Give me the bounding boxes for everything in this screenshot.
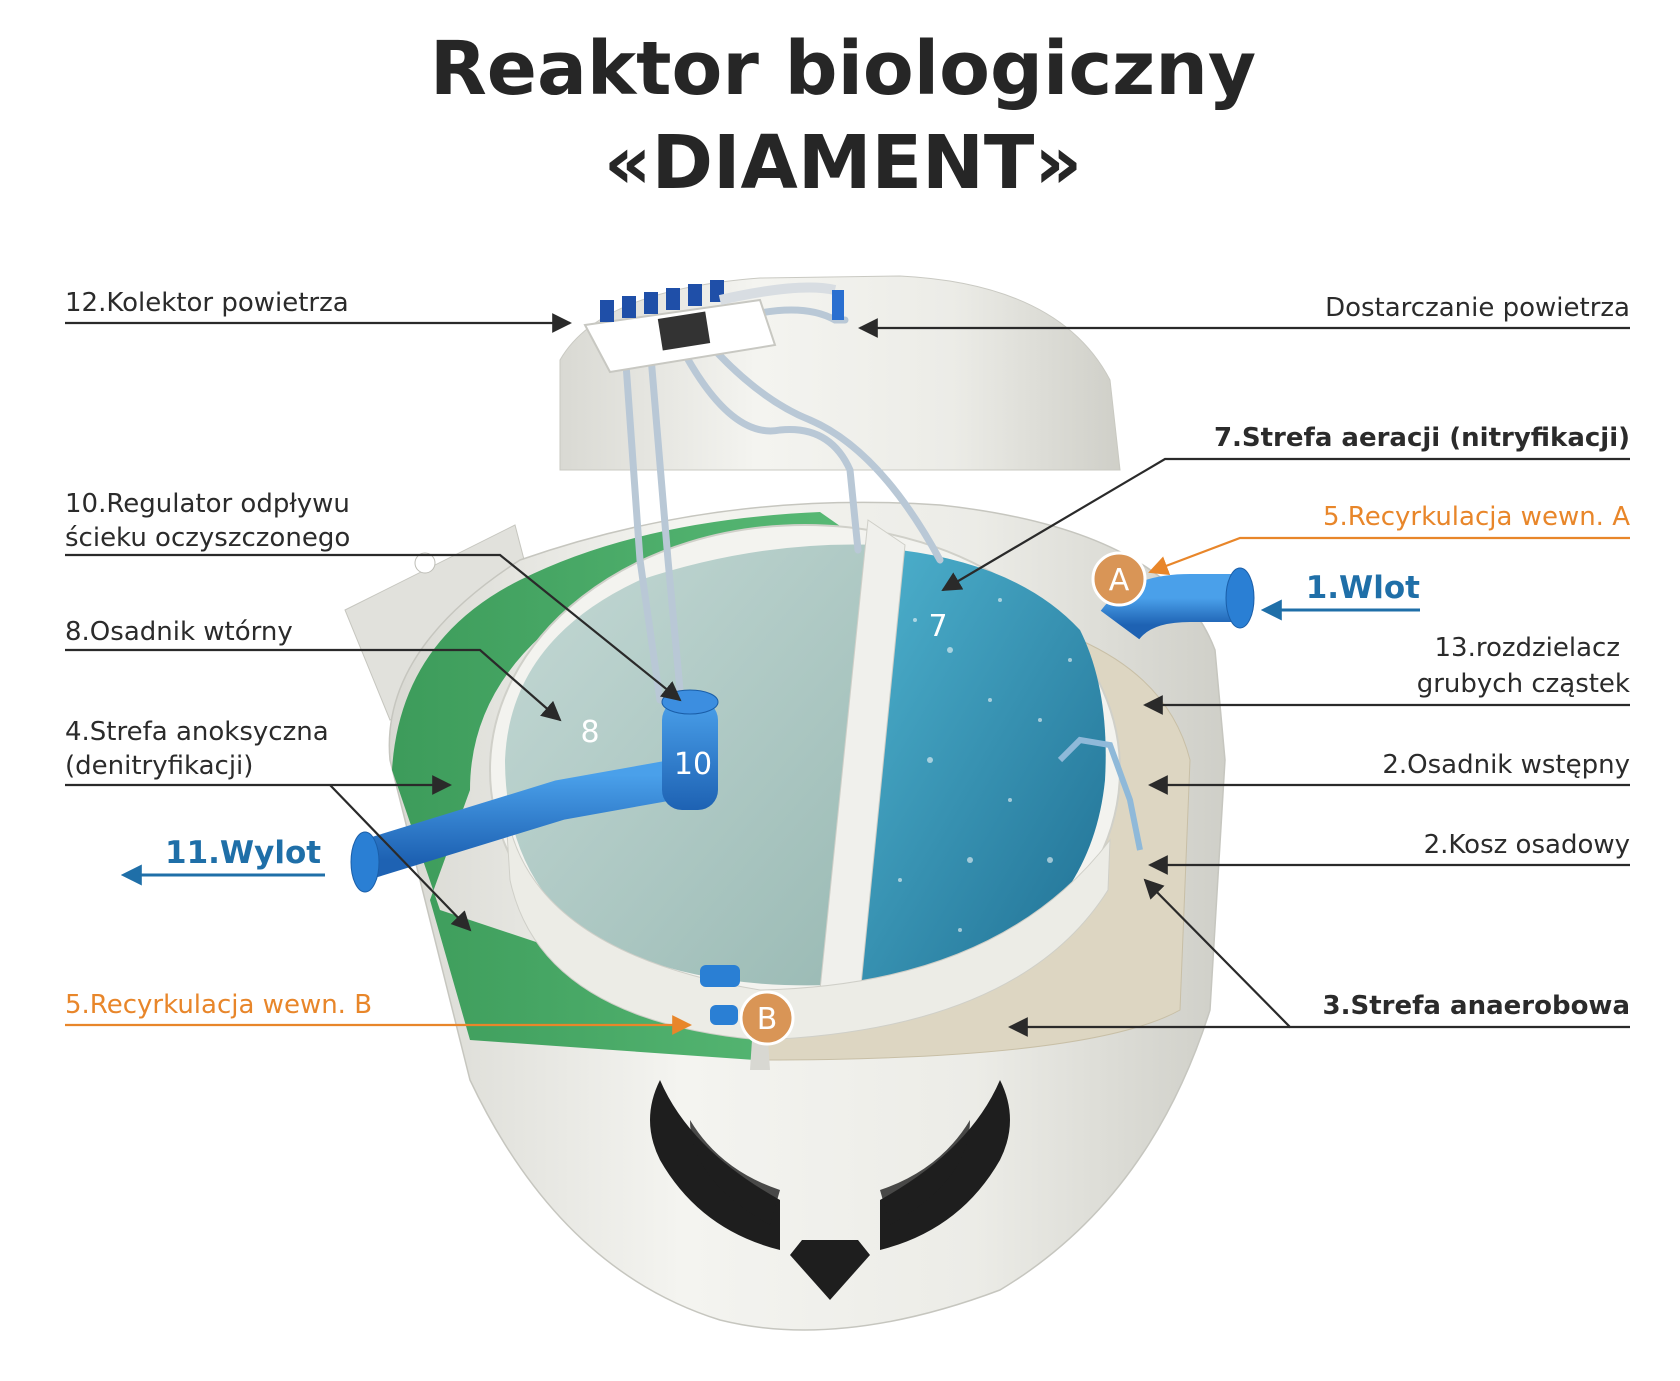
badge-a: A: [1091, 551, 1147, 607]
label-regulator-line-1: 10.Regulator odpływu: [65, 489, 350, 519]
air-pipes: [621, 306, 944, 704]
label-strefa-anoksyczna-line-2: (denitryfikacji): [65, 751, 253, 781]
badge-b-label: B: [757, 1002, 778, 1037]
label-dostarczanie-powietrza: Dostarczanie powietrza: [1325, 293, 1630, 323]
label-rozdzielacz-line-1: 13.rozdzielacz: [1435, 633, 1621, 663]
title-line-2: «DIAMENT»: [604, 120, 1082, 206]
inner-cylinder-wall: [504, 799, 1111, 1041]
label-wylot: 11.Wylot: [165, 835, 321, 871]
air-bubbles: [898, 598, 1072, 932]
zone-number-7: 7: [928, 609, 947, 644]
label-rozdzielacz-line-2: grubych cząstek: [1417, 669, 1630, 699]
badge-b: B: [739, 990, 795, 1046]
outlet-pipe: [350, 689, 719, 893]
recirculation-pipe-b: [700, 965, 740, 1025]
label-wlot: 1.Wlot: [1306, 570, 1420, 606]
flange-hole: [414, 552, 436, 574]
label-kosz-osadowy: 2.Kosz osadowy: [1424, 830, 1630, 860]
label-strefa-anaerobowa: 3.Strefa anaerobowa: [1323, 991, 1630, 1021]
inlet-pipe: [1100, 567, 1255, 710]
zone-number-10: 10: [674, 747, 712, 782]
label-strefa-anoksyczna-line-1: 4.Strefa anoksyczna: [65, 717, 329, 747]
air-collector: [583, 280, 844, 374]
aeration-water: [850, 550, 1106, 990]
title-line-1: Reaktor biologiczny: [430, 26, 1256, 112]
sediment-basket: [1057, 736, 1143, 851]
label-osadnik-wtorny: 8.Osadnik wtórny: [65, 617, 293, 647]
label-regulator-line-2: ścieku oczyszczonego: [65, 523, 350, 553]
leaders-left: [65, 313, 692, 1035]
front-divider: [750, 1040, 770, 1070]
label-recyrkulacja-b: 5.Recyrkulacja wewn. B: [65, 990, 372, 1020]
tank-illustration: 7 8 10 A B: [344, 275, 1255, 1331]
anoxic-zone: [392, 512, 860, 1060]
winged-diamond-logo: [650, 1080, 1010, 1300]
zone-number-8: 8: [580, 715, 599, 750]
badge-a-label: A: [1109, 563, 1130, 598]
leaders-right: [858, 318, 1630, 1037]
label-recyrkulacja-a: 5.Recyrkulacja wewn. A: [1323, 502, 1630, 532]
label-kolektor-powietrza: 12.Kolektor powietrza: [65, 288, 349, 318]
label-strefa-aeracji: 7.Strefa aeracji (nitryfikacji): [1214, 423, 1630, 453]
label-osadnik-wstepny: 2.Osadnik wstępny: [1382, 750, 1630, 780]
